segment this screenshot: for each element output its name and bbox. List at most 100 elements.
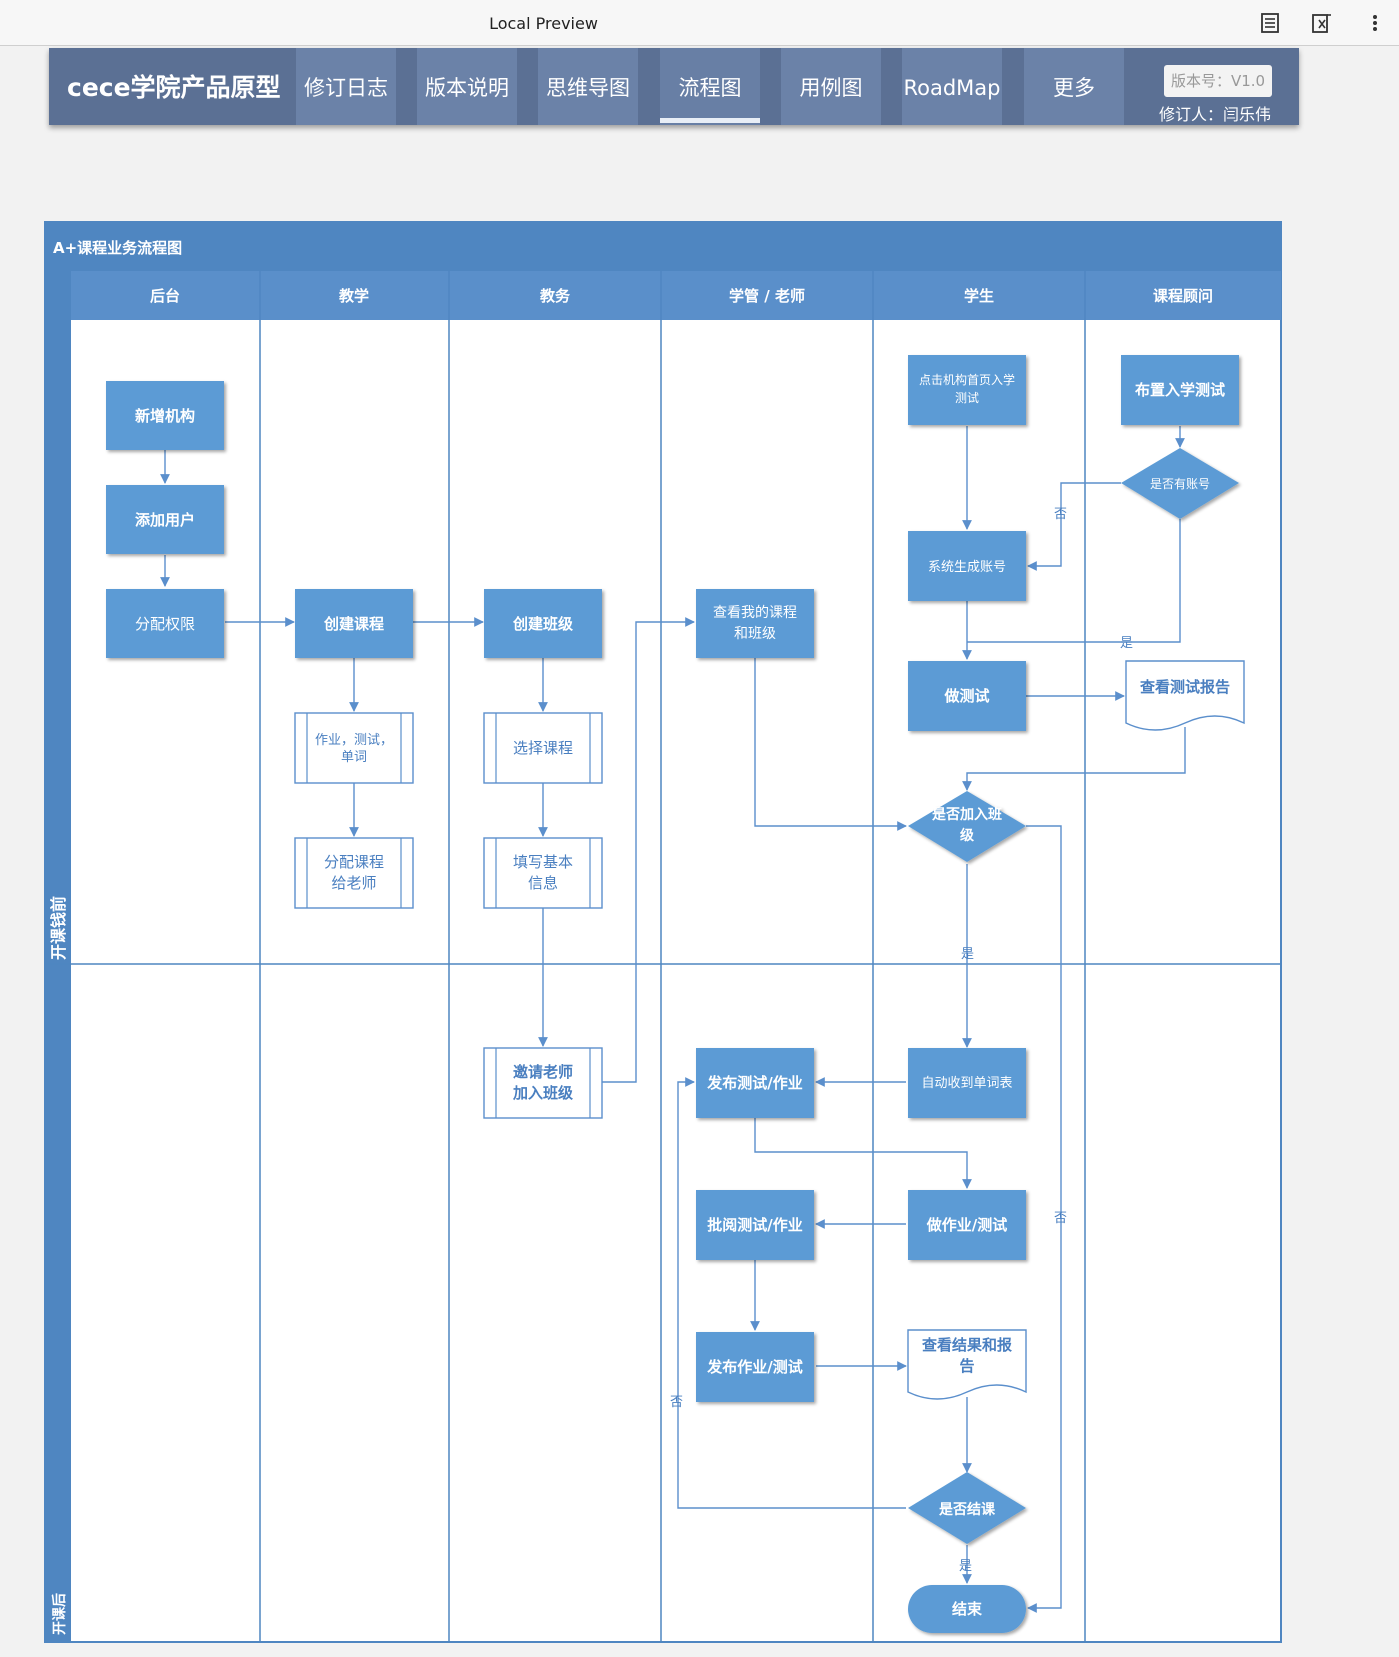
phase-column (45, 271, 71, 1642)
header-nav: cece学院产品原型 修订日志 版本说明 思维导图 流程图 用例图 RoadMa… (49, 48, 1299, 125)
node-end: 结束 (908, 1585, 1026, 1633)
svg-text:作业，测试，: 作业，测试， (315, 733, 393, 748)
editor-label: 修订人：闫乐伟 (1159, 105, 1272, 124)
svg-text:做测试: 做测试 (943, 687, 989, 705)
svg-text:单词: 单词 (341, 750, 367, 765)
svg-text:分配课程: 分配课程 (324, 853, 384, 871)
lane-manager-teacher: 学管 / 老师 (729, 287, 805, 305)
svg-text:系统生成账号: 系统生成账号 (928, 560, 1006, 575)
svg-text:创建班级: 创建班级 (512, 615, 574, 633)
node-generate-account: 系统生成账号 (908, 531, 1026, 601)
svg-text:给老师: 给老师 (331, 874, 376, 892)
window-title-bar: Local Preview (0, 0, 1399, 46)
svg-text:和班级: 和班级 (734, 626, 776, 642)
svg-text:发布测试/作业: 发布测试/作业 (706, 1074, 802, 1092)
reader-icon[interactable] (1259, 12, 1281, 34)
label-yes-account: 是 (1120, 636, 1133, 651)
phase-after-course: 开课后 (51, 1593, 68, 1635)
label-yes-join: 是 (961, 947, 974, 962)
node-add-user: 添加用户 (106, 485, 224, 554)
tab-more[interactable]: 更多 (1024, 48, 1124, 125)
node-review-test-hw: 批阅测试/作业 (696, 1190, 814, 1260)
window-title: Local Preview (489, 14, 598, 33)
tab-roadmap[interactable]: RoadMap (902, 48, 1002, 125)
tab-revision-log[interactable]: 修订日志 (296, 48, 396, 125)
more-vert-icon[interactable] (1364, 12, 1386, 34)
svg-text:查看测试报告: 查看测试报告 (1140, 678, 1230, 696)
active-tab-indicator (660, 118, 760, 123)
svg-text:创建课程: 创建课程 (323, 615, 384, 633)
tab-mind-map[interactable]: 思维导图 (538, 48, 638, 125)
tab-label: RoadMap (903, 76, 1001, 100)
node-publish-test-hw: 发布测试/作业 (696, 1048, 814, 1118)
node-view-my-course: 查看我的课程 和班级 (696, 589, 814, 658)
tab-label: 修订日志 (304, 76, 388, 100)
node-view-test-report: 查看测试报告 (1125, 660, 1245, 731)
node-has-account-decision: 是否有账号 (1121, 448, 1239, 519)
tab-version-notes[interactable]: 版本说明 (417, 48, 517, 125)
node-auto-wordlist: 自动收到单词表 (908, 1048, 1026, 1118)
tab-flowchart[interactable]: 流程图 (660, 48, 760, 125)
svg-text:信息: 信息 (528, 874, 558, 892)
svg-text:是否有账号: 是否有账号 (1150, 477, 1210, 491)
formula-icon[interactable] (1311, 12, 1333, 34)
label-no-join: 否 (1054, 1211, 1067, 1226)
node-view-result-report: 查看结果和报 告 (907, 1329, 1027, 1400)
diagram-title: A+课程业务流程图 (53, 239, 182, 257)
tab-label: 版本说明 (425, 76, 509, 100)
node-assign-course-teacher: 分配课程 给老师 (294, 837, 414, 909)
node-create-course: 创建课程 (295, 589, 413, 658)
svg-text:分配权限: 分配权限 (135, 615, 195, 633)
svg-text:做作业/测试: 做作业/测试 (926, 1216, 1007, 1234)
lane-academic-affairs: 教务 (539, 287, 571, 305)
lane-student: 学生 (964, 287, 994, 305)
svg-text:是否结课: 是否结课 (939, 1501, 996, 1518)
pool-frame (44, 221, 1282, 1643)
lane-teaching: 教学 (338, 287, 369, 305)
lane-dividers (45, 271, 1281, 1642)
svg-text:点击机构首页入学: 点击机构首页入学 (919, 372, 1015, 387)
connectors (160, 426, 1186, 1613)
node-choose-course: 选择课程 (483, 712, 603, 784)
svg-text:添加用户: 添加用户 (135, 511, 195, 529)
svg-text:选择课程: 选择课程 (513, 739, 573, 757)
label-yes-end: 是 (959, 1559, 972, 1574)
tab-label: 流程图 (678, 76, 742, 100)
lane-backend: 后台 (150, 287, 180, 305)
node-assign-permissions: 分配权限 (106, 589, 224, 658)
node-invite-teacher: 邀请老师 加入班级 (483, 1047, 603, 1119)
tab-use-case[interactable]: 用例图 (781, 48, 881, 125)
svg-text:布置入学测试: 布置入学测试 (1135, 381, 1225, 399)
svg-text:新增机构: 新增机构 (135, 407, 195, 425)
svg-text:填写基本: 填写基本 (513, 853, 573, 871)
svg-text:查看结果和报: 查看结果和报 (922, 1336, 1012, 1354)
svg-text:查看我的课程: 查看我的课程 (713, 605, 797, 621)
node-arrange-entrance-test: 布置入学测试 (1121, 355, 1239, 425)
version-badge: 版本号：V1.0 (1164, 65, 1272, 97)
svg-text:批阅测试/作业: 批阅测试/作业 (707, 1216, 802, 1234)
label-no-account: 否 (1054, 507, 1067, 522)
node-create-class: 创建班级 (484, 589, 602, 658)
node-hw-test-words: 作业，测试， 单词 (294, 712, 414, 784)
node-publish-hw-test: 发布作业/测试 (696, 1332, 814, 1402)
node-add-org: 新增机构 (106, 381, 224, 450)
svg-text:结束: 结束 (952, 1600, 983, 1618)
svg-text:加入班级: 加入班级 (512, 1084, 574, 1102)
tab-label: 思维导图 (546, 76, 630, 100)
node-course-end-decision: 是否结课 (908, 1472, 1026, 1544)
node-click-entrance-test: 点击机构首页入学 测试 (908, 355, 1026, 425)
node-do-test: 做测试 (908, 661, 1026, 731)
label-no-end: 否 (670, 1395, 683, 1410)
svg-text:告: 告 (959, 1357, 974, 1375)
node-do-hw-test: 做作业/测试 (908, 1190, 1026, 1260)
tab-label: 更多 (1053, 76, 1095, 100)
node-join-class-decision: 是否加入班 级 (908, 791, 1026, 862)
svg-text:测试: 测试 (955, 390, 979, 405)
svg-text:是否加入班: 是否加入班 (932, 806, 1002, 823)
lane-course-advisor: 课程顾问 (1153, 287, 1213, 305)
phase-before-course: 开课钱前 (49, 896, 68, 960)
svg-text:级: 级 (960, 827, 975, 844)
svg-text:自动收到单词表: 自动收到单词表 (921, 1076, 1012, 1091)
tab-label: 用例图 (799, 76, 863, 100)
